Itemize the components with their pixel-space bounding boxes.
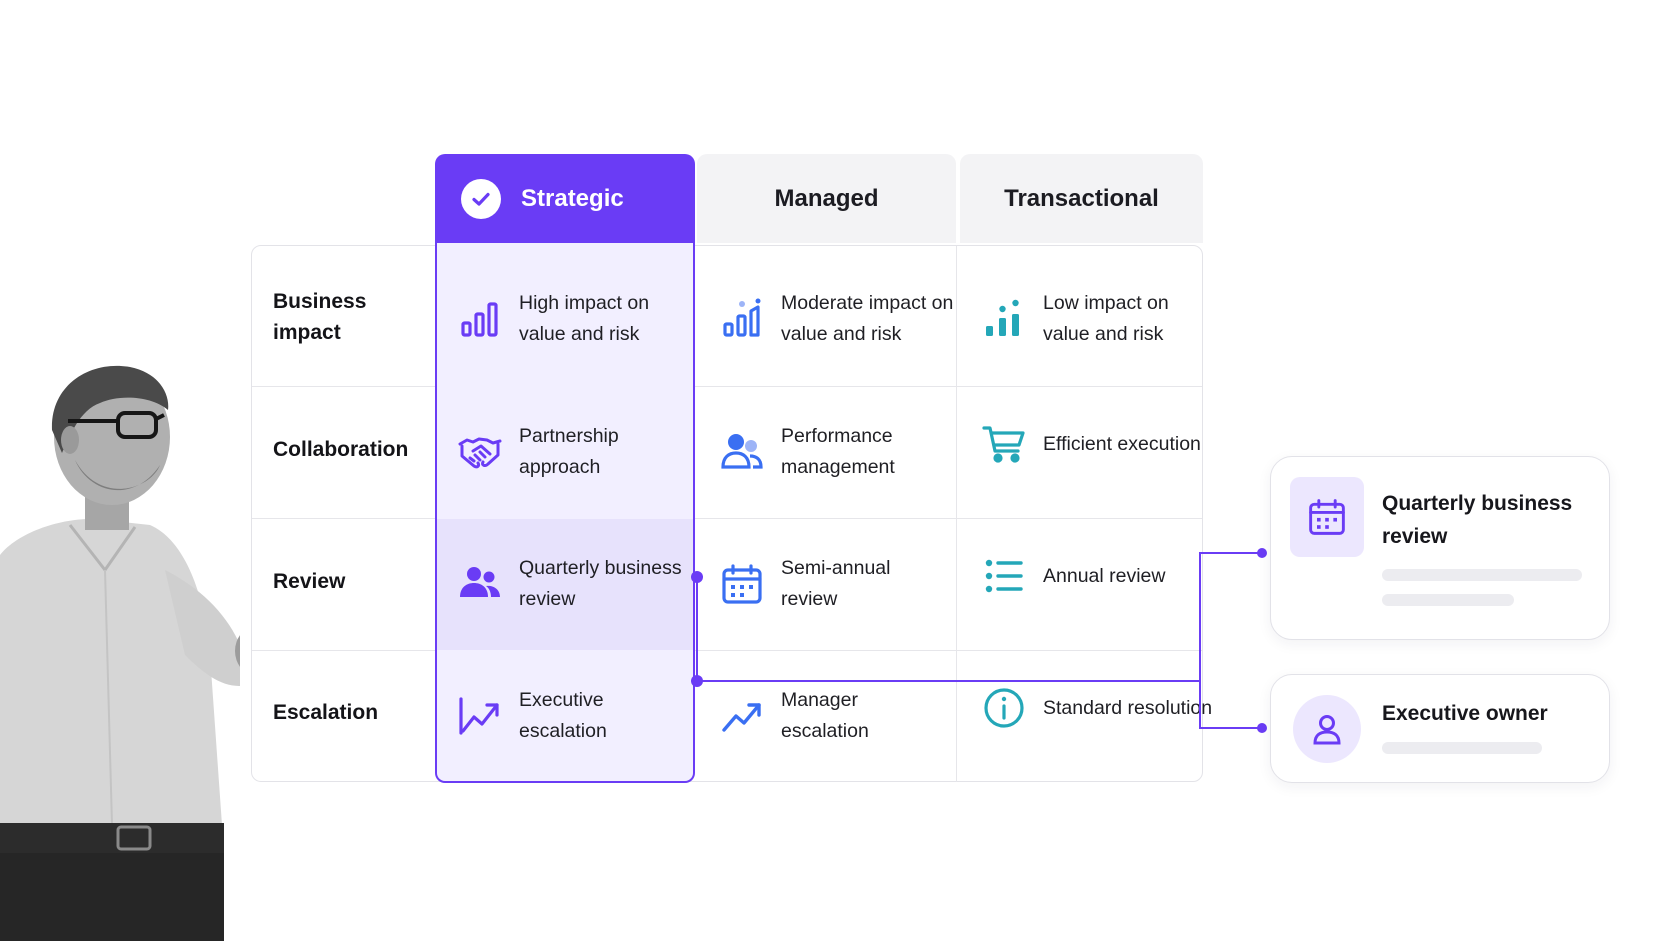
row-divider (252, 650, 1202, 651)
cell-text: Standard resolution (1043, 696, 1213, 719)
cell-strategic-collaboration: Partnership approach (457, 421, 689, 483)
row-label-collaboration: Collaboration (273, 438, 409, 461)
people-icon (719, 429, 765, 475)
quarterly-review-card[interactable]: Quarterly business review (1270, 456, 1610, 640)
column-header-strategic[interactable]: Strategic (435, 154, 695, 243)
placeholder-line (1382, 742, 1542, 754)
row-divider (252, 386, 1202, 387)
cell-text: High impact on value and risk (519, 292, 650, 345)
calendar-icon (1290, 477, 1364, 557)
cell-text: Low impact on value and risk (1043, 292, 1169, 345)
bar-chart-icon (457, 296, 503, 342)
cell-transactional-escalation: Standard resolution (981, 685, 1213, 731)
cell-text: Annual review (1043, 564, 1166, 587)
row-label-review: Review (273, 570, 346, 593)
cell-text: Performance management (781, 425, 895, 478)
trending-up-icon (719, 693, 765, 739)
info-icon (981, 685, 1027, 731)
strategic-column-highlight (435, 243, 695, 783)
people-icon (457, 561, 503, 607)
executive-owner-card[interactable]: Executive owner (1270, 674, 1610, 783)
placeholder-line (1382, 594, 1514, 606)
column-header-label: Transactional (1004, 184, 1159, 212)
cell-transactional-business-impact: Low impact on value and risk (981, 288, 1213, 350)
cell-text: Semi-annual review (781, 557, 891, 610)
check-circle-icon (461, 178, 501, 219)
placeholder-line (1382, 569, 1582, 581)
cell-text: Efficient execution (1043, 432, 1201, 455)
cell-text: Quarterly business review (519, 557, 682, 610)
cell-managed-business-impact: Moderate impact on value and risk (719, 288, 956, 350)
column-divider (956, 246, 957, 782)
handshake-icon (457, 429, 503, 475)
trending-up-icon (457, 693, 503, 739)
cell-strategic-escalation: Executive escalation (457, 685, 689, 747)
row-label-business-impact: Business impact (273, 290, 367, 344)
card-title: Quarterly business review (1382, 492, 1573, 548)
column-header-managed[interactable]: Managed (697, 154, 956, 243)
cell-text: Moderate impact on value and risk (781, 292, 954, 345)
bar-chart-icon (719, 296, 765, 342)
card-title: Executive owner (1382, 702, 1548, 725)
cell-managed-escalation: Manager escalation (719, 685, 951, 747)
presenter-illustration (0, 365, 240, 941)
cell-text: Executive escalation (519, 689, 607, 742)
list-icon (981, 553, 1027, 599)
cell-managed-review: Semi-annual review (719, 553, 951, 615)
column-header-label: Strategic (521, 184, 624, 212)
cell-transactional-review: Annual review (981, 553, 1213, 599)
row-label-escalation: Escalation (273, 701, 379, 724)
row-divider (252, 518, 1202, 519)
bar-chart-icon (981, 296, 1027, 342)
cell-strategic-review[interactable]: Quarterly business review (457, 553, 689, 615)
column-header-label: Managed (774, 184, 879, 212)
cell-text: Manager escalation (781, 689, 869, 742)
cell-managed-collaboration: Performance management (719, 421, 951, 483)
user-icon (1293, 695, 1361, 763)
column-header-transactional[interactable]: Transactional (960, 154, 1203, 243)
cell-text: Partnership approach (519, 425, 619, 478)
cell-strategic-business-impact: High impact on value and risk (457, 288, 689, 350)
cell-transactional-collaboration: Efficient execution (981, 421, 1213, 467)
calendar-icon (719, 561, 765, 607)
shopping-cart-icon (981, 421, 1027, 467)
